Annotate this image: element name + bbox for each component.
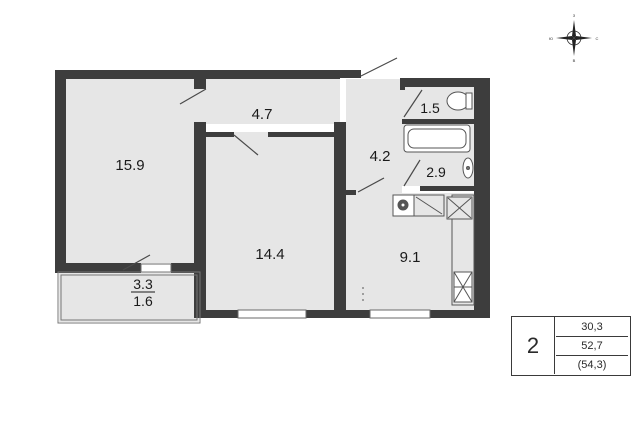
compass-east-label: С (596, 36, 599, 41)
wall-top-stub (334, 70, 361, 78)
wall-partition-2 (334, 122, 346, 318)
wall-partition-1 (194, 79, 206, 89)
wall-wc-bath (402, 119, 474, 124)
door-corridor (357, 177, 385, 193)
wall-top-right (402, 78, 490, 87)
floor-room-14-4 (206, 132, 334, 310)
balcony-frame (57, 271, 201, 324)
door-entrance (360, 57, 398, 77)
radiator-dot (362, 299, 364, 301)
corridor-label: 4.2 (370, 148, 391, 165)
radiator-dots (362, 287, 364, 301)
wall-wc-west (400, 78, 405, 90)
wall-hall-divider-a (206, 132, 234, 137)
compass-arrow-west (556, 36, 574, 40)
door-wc (403, 89, 423, 118)
door-bathroom (403, 159, 421, 187)
window-room-14-4 (237, 309, 307, 319)
balcony-outline (57, 271, 201, 324)
compass-north-label: З (573, 13, 576, 18)
kitchen-label: 9.1 (400, 249, 421, 266)
bathroom-label: 2.9 (426, 164, 446, 180)
balcony-frame-inner (60, 274, 198, 321)
wall-east (474, 78, 490, 318)
stove-burner-core (400, 202, 406, 208)
window-kitchen (369, 309, 431, 319)
wall-partition-1b (194, 122, 206, 318)
bathtub-inner (407, 128, 467, 149)
wall-bottom-left-2 (171, 263, 206, 273)
balcony-label: 3.3 (133, 276, 153, 292)
wall-west (55, 70, 66, 273)
wall-bottom-b (306, 310, 370, 318)
floor-balcony (59, 272, 199, 322)
toilet-tank (465, 92, 473, 110)
wall-bath-bottom (420, 186, 474, 191)
counter-diag-1 (415, 196, 443, 215)
wall-bottom-left (55, 263, 141, 273)
total-area-with-balcony: (54,3) (577, 358, 607, 371)
counter-diag-3 (447, 197, 472, 219)
door-swings (122, 57, 423, 271)
compass-arrow-south (572, 38, 576, 56)
compass-icon: З В Ю С (549, 13, 599, 63)
wall-hall-divider-b (268, 132, 334, 137)
hall-label: 4.7 (252, 106, 273, 123)
balcony-reduced-label: 1.6 (133, 293, 153, 309)
compass-west-label: Ю (549, 36, 553, 41)
compass-south-label: В (573, 58, 576, 63)
living-area: 30,3 (556, 317, 628, 337)
wall-bottom-c (430, 310, 490, 318)
room-14-4-label: 14.4 (255, 246, 284, 263)
compass-arrow-east (574, 36, 592, 40)
wc-label: 1.5 (420, 100, 440, 116)
wall-partition-2-stub (346, 190, 356, 195)
fixtures (392, 91, 475, 306)
total-area: 52,7 (556, 336, 628, 356)
floor-room-15-9 (66, 79, 194, 263)
walls (55, 70, 490, 318)
window-balcony (140, 263, 172, 273)
compass-arrow-north (572, 20, 576, 38)
wall-bottom-a (194, 310, 238, 318)
door-room-14-4 (233, 134, 259, 156)
wall-top-left (55, 70, 340, 79)
floor-hall (194, 79, 340, 124)
apartment-summary-box: 2 30,3 52,7 (54,3) (511, 316, 631, 376)
radiator-dot (362, 287, 364, 289)
door-balcony (122, 254, 151, 271)
sink-drain (466, 166, 470, 170)
floor-corridor (346, 79, 402, 193)
rooms-count: 2 (512, 317, 555, 374)
radiator-dot (362, 293, 364, 295)
room-15-9-label: 15.9 (115, 157, 144, 174)
door-room-15-9 (179, 88, 207, 105)
room-labels: 15.9 4.7 14.4 4.2 1.5 2.9 9.1 3.3 1.6 (115, 100, 446, 309)
